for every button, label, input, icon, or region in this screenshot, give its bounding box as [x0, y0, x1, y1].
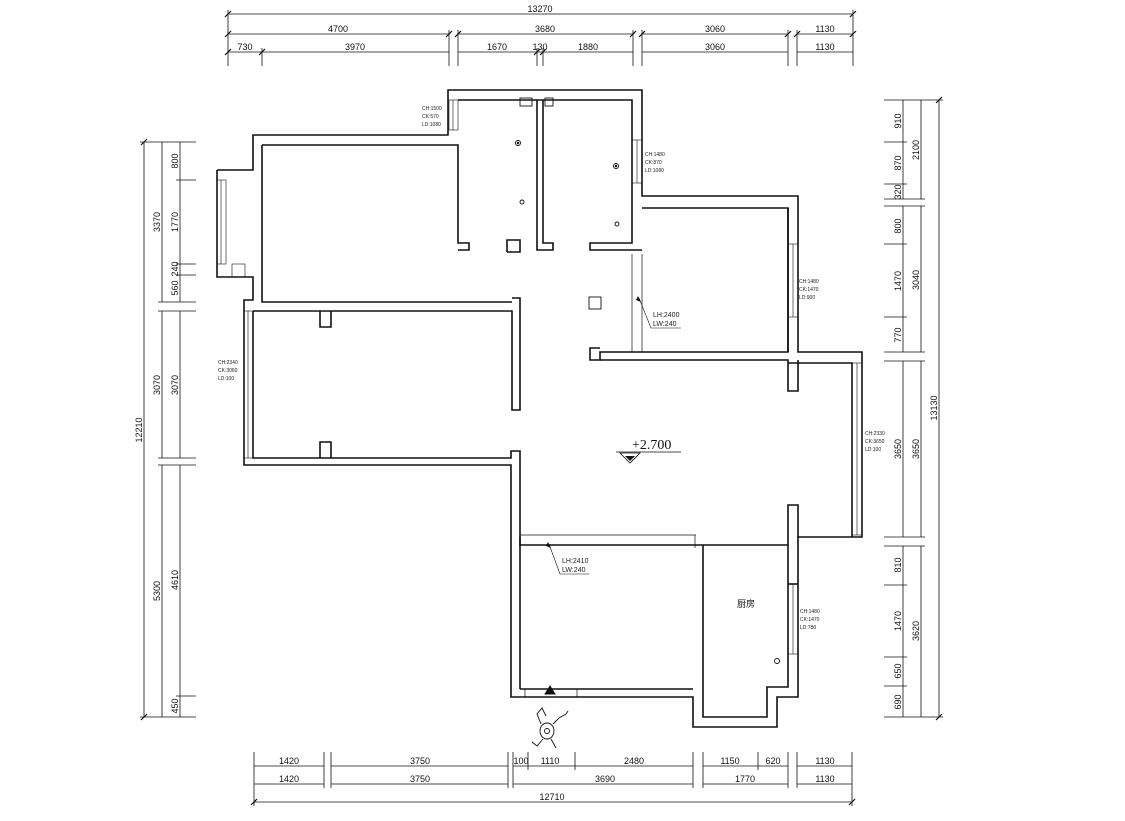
dim-left-outer-1: 3370: [152, 212, 162, 232]
dim-top-r2-2: 3970: [345, 42, 365, 52]
dim-left-outer-3: 5300: [152, 581, 162, 601]
dimension-labels-left: 12210 3370 3070 5300 800 1770 240 560 30…: [134, 153, 180, 713]
dim-top-r2-5: 1880: [578, 42, 598, 52]
dim-bot-r1-1: 1420: [279, 756, 299, 766]
dim-bot-r2-3: 3690: [595, 774, 615, 784]
dim-top-overall: 13270: [527, 4, 552, 14]
window-spec-5-ch: CH:2330: [865, 431, 885, 437]
dim-right-inner-4: 800: [893, 218, 903, 233]
window-spec-3-ld: LD:900: [799, 295, 815, 301]
dim-right-outer-4: 3620: [911, 621, 921, 641]
windows: [216, 99, 863, 655]
door-annotation-1: LH:2400 LW:240: [636, 296, 681, 329]
window-spec-6-ld: LD:780: [800, 625, 816, 631]
dim-bot-r2-5: 1130: [815, 774, 834, 784]
window-spec-5-ld: LD:100: [865, 447, 881, 453]
dim-top-r2-4: 130: [532, 42, 547, 52]
dim-right-inner-2: 870: [893, 155, 903, 170]
dim-right-outer-1: 2100: [911, 140, 921, 160]
dimension-lines: [140, 10, 943, 806]
window-spec-5-ck: CK:3650: [865, 439, 885, 445]
dim-right-inner-10: 650: [893, 663, 903, 678]
dimension-labels-right: 13130 2100 3040 3650 3620 910 870 320 80…: [893, 113, 939, 709]
dim-right-inner-8: 810: [893, 557, 903, 572]
person-figure-icon: [531, 707, 569, 749]
dim-top-r2-6: 3060: [705, 42, 725, 52]
dim-bot-r1-8: 1130: [815, 756, 834, 766]
window-spec-4-ck: CK:3060: [218, 368, 238, 374]
dim-left-overall: 12210: [134, 417, 144, 442]
dim-top-r2-7: 1130: [815, 42, 834, 52]
window-spec-1-ck: CK:570: [422, 114, 439, 120]
dim-left-outer-2: 3070: [152, 375, 162, 395]
dim-top-r2-1: 730: [237, 42, 252, 52]
window-spec-1-ld: LD:1080: [422, 122, 441, 128]
fixtures: [515, 97, 780, 695]
dim-top-r1-4: 1130: [815, 24, 834, 34]
dim-bot-r1-3: 100: [513, 756, 528, 766]
dim-left-inner-5: 3070: [170, 375, 180, 395]
dim-left-inner-7: 450: [170, 698, 180, 713]
window-specs: CH:1500 CK:570 LD:1080 CH:1480 CK:870 LD…: [218, 106, 885, 631]
dim-bot-r2-2: 3750: [410, 774, 430, 784]
window-spec-6-ck: CK:1470: [800, 617, 820, 623]
elevation-triangle-icon: [619, 452, 641, 464]
dim-bot-r2-4: 1770: [735, 774, 755, 784]
dim-bot-r2-1: 1420: [279, 774, 299, 784]
dim-bot-r1-4: 1110: [541, 756, 560, 766]
door-2-lh: LH:2410: [562, 558, 589, 565]
dim-right-outer-3: 3650: [911, 439, 921, 459]
dim-right-inner-6: 770: [893, 327, 903, 342]
dim-right-overall: 13130: [929, 395, 939, 420]
dim-right-inner-11: 690: [893, 694, 903, 709]
door-1-lw: LW:240: [653, 321, 677, 328]
dim-left-inner-3: 240: [170, 261, 180, 276]
dim-bot-r1-2: 3750: [410, 756, 430, 766]
dim-left-inner-6: 4610: [170, 570, 180, 590]
window-spec-2-ch: CH:1480: [645, 152, 665, 158]
elevation-marker: +2.700: [616, 438, 681, 464]
door-1-lh: LH:2400: [653, 312, 680, 319]
window-spec-1-ch: CH:1500: [422, 106, 442, 112]
window-spec-3-ck: CK:1470: [799, 287, 819, 293]
dim-top-r1-3: 3060: [705, 24, 725, 34]
dim-right-outer-2: 3040: [911, 270, 921, 290]
window-spec-3-ch: CH:1480: [799, 279, 819, 285]
door-annotation-2: LH:2410 LW:240: [546, 542, 589, 575]
dim-right-inner-7: 3650: [893, 439, 903, 459]
dim-bot-r1-5: 2480: [624, 756, 644, 766]
kitchen-label: 厨房: [737, 598, 755, 610]
dim-bot-r1-7: 620: [765, 756, 780, 766]
dimension-ticks: [140, 10, 943, 806]
window-spec-4-ld: LD:100: [218, 376, 234, 382]
dim-bot-overall: 12710: [539, 792, 564, 802]
dim-right-inner-1: 910: [893, 113, 903, 128]
dim-bot-r1-6: 1150: [720, 756, 739, 766]
dim-top-r1-2: 3680: [535, 24, 555, 34]
dim-left-inner-2: 1770: [170, 212, 180, 232]
window-spec-6-ch: CH:1480: [800, 609, 820, 615]
dim-top-r2-3: 1670: [487, 42, 507, 52]
dimension-labels: 13270 4700 3680 3060 1130 730 3970 1670 …: [237, 4, 834, 802]
dim-right-inner-9: 1470: [893, 611, 903, 631]
dim-right-inner-3: 320: [893, 184, 903, 199]
dim-right-inner-5: 1470: [893, 271, 903, 291]
elevation-label: +2.700: [632, 438, 671, 453]
walls: [216, 89, 863, 728]
dim-left-inner-1: 800: [170, 153, 180, 168]
window-spec-4-ch: CH:2340: [218, 360, 238, 366]
dim-top-r1-1: 4700: [328, 24, 348, 34]
window-spec-2-ld: LD:1080: [645, 168, 664, 174]
window-spec-2-ck: CK:870: [645, 160, 662, 166]
door-2-lw: LW:240: [562, 567, 586, 574]
dim-left-inner-4: 560: [170, 280, 180, 295]
